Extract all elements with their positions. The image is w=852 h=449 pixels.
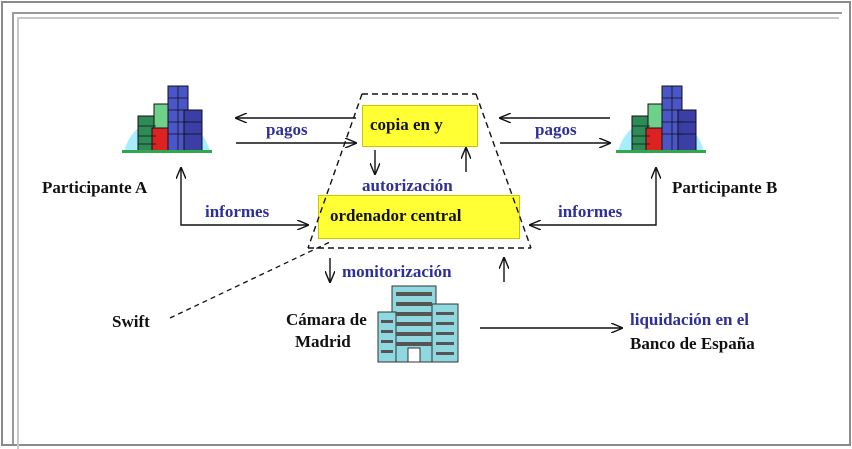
informes-right-label: informes	[558, 202, 623, 221]
inner-frame-highlight	[17, 17, 839, 449]
ordenador-label: ordenador central	[330, 206, 462, 225]
informes-left-arrow	[181, 168, 308, 225]
liquidacion-label-line1: liquidación en el	[630, 310, 750, 329]
office-buildings-icon	[616, 85, 706, 153]
swift-label: Swift	[112, 312, 150, 331]
office-tower-icon	[377, 285, 459, 363]
liquidacion-label-line2: Banco de España	[630, 334, 755, 353]
camara-label-line2: Madrid	[295, 332, 351, 351]
central-system-boundary	[307, 93, 532, 249]
informes-right-arrow	[530, 168, 656, 225]
informes-left-label: informes	[205, 202, 270, 221]
pagos-right-label: pagos	[535, 120, 577, 139]
camara-label-line1: Cámara de	[286, 310, 367, 329]
participant-a-label: Participante A	[42, 178, 148, 197]
autorizacion-label: autorización	[362, 176, 453, 195]
inner-frame	[12, 12, 842, 444]
office-buildings-icon	[122, 85, 212, 153]
swift-dashed-link	[169, 241, 331, 319]
copia-box	[362, 105, 478, 147]
monitorizacion-label: monitorización	[342, 262, 452, 281]
copia-label: copia en y	[370, 115, 443, 134]
participant-b-label: Participante B	[672, 178, 778, 197]
pagos-left-label: pagos	[266, 120, 308, 139]
